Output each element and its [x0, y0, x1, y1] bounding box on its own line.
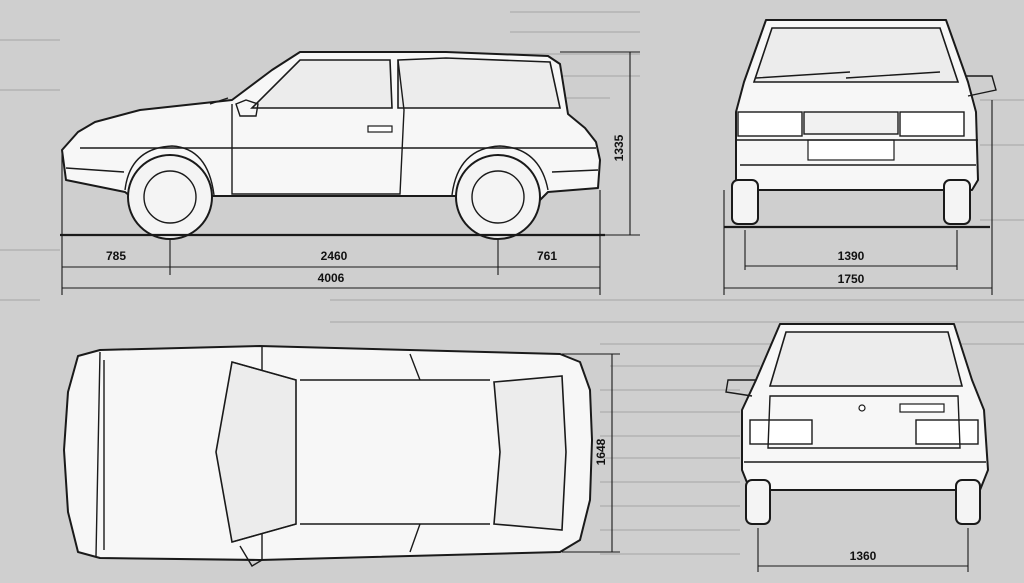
front-view: [724, 19, 997, 229]
overall-width-label: 1750: [838, 272, 865, 286]
height-label: 1335: [612, 134, 626, 161]
side-front-window: [250, 59, 393, 109]
front-right-tire: [943, 179, 971, 225]
left-headlight: [737, 111, 803, 137]
side-front-wheel: [127, 154, 213, 240]
rear-window: [768, 331, 964, 387]
side-rear-window: [397, 57, 561, 109]
left-taillight: [749, 419, 813, 445]
door-outline: [231, 59, 405, 195]
front-overhang-label: 785: [106, 249, 126, 263]
wheelbase-label: 2460: [321, 249, 348, 263]
rear-left-tire: [745, 479, 771, 525]
front-left-tire: [731, 179, 759, 225]
front-grille: [803, 111, 899, 135]
rear-track-label: 1360: [850, 549, 877, 563]
front-wheel-arch: [124, 145, 215, 196]
front-plate: [807, 139, 895, 161]
front-left-mirror: [966, 75, 997, 97]
top-dimensions: [562, 353, 620, 553]
front-dimensions: [723, 100, 993, 295]
rear-overhang-label: 761: [537, 249, 557, 263]
side-mirror: [235, 99, 259, 117]
rear-emblem: [858, 404, 866, 412]
rear-view: [725, 323, 989, 525]
top-mirror: [239, 545, 263, 567]
front-track-label: 1390: [838, 249, 865, 263]
right-headlight: [899, 111, 965, 137]
rear-wheel-arch: [451, 145, 549, 196]
top-windshield: [215, 360, 297, 544]
top-body-outline: [63, 345, 593, 561]
side-dimensions: [61, 51, 640, 295]
right-taillight: [915, 419, 979, 445]
rear-mirror: [725, 379, 756, 397]
top-view: [63, 345, 593, 567]
door-handle: [367, 125, 393, 133]
windshield: [752, 27, 960, 83]
length-label: 4006: [318, 271, 345, 285]
side-view: [60, 51, 605, 240]
rear-right-tire: [955, 479, 981, 525]
rear-dimensions: [757, 528, 969, 572]
rear-badge: [899, 403, 945, 413]
top-width-label: 1648: [594, 438, 608, 465]
top-rear-window: [493, 375, 567, 531]
side-rear-wheel: [455, 154, 541, 240]
